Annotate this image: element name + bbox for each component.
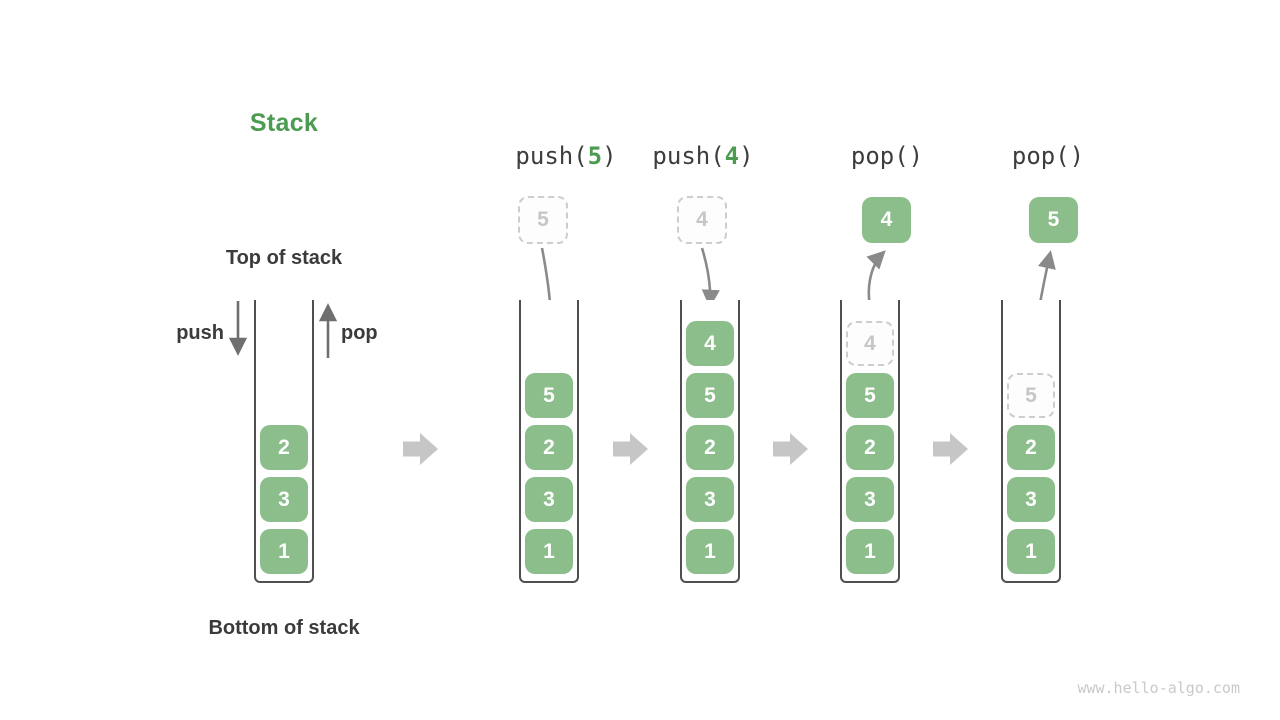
stack-element: 5 xyxy=(525,373,573,418)
stack-element: 2 xyxy=(525,425,573,470)
op-suffix: ) xyxy=(739,142,754,170)
op-suffix: ) xyxy=(602,142,617,170)
op-prefix: push( xyxy=(652,142,725,170)
operation-label-push-4: push(4) xyxy=(593,142,813,170)
stack-element: 2 xyxy=(686,425,734,470)
stack-cells: 2 3 1 xyxy=(256,300,312,581)
top-of-stack-label: Top of stack xyxy=(225,247,343,269)
stack-element-ghost: 4 xyxy=(846,321,894,366)
operation-label-pop-5: pop() xyxy=(938,142,1158,170)
stack-element: 5 xyxy=(846,373,894,418)
stack-element: 3 xyxy=(260,477,308,522)
diagram-title: Stack xyxy=(249,109,319,137)
stack-cells: 4 5 2 3 1 xyxy=(842,300,898,581)
stack-element: 3 xyxy=(1007,477,1055,522)
bottom-of-stack-label: Bottom of stack xyxy=(208,617,360,639)
op-prefix: pop() xyxy=(850,142,924,170)
stack-element: 1 xyxy=(525,529,573,574)
stack-element: 4 xyxy=(686,321,734,366)
stack-element: 3 xyxy=(846,477,894,522)
stack-element: 2 xyxy=(1007,425,1055,470)
stack-container-after-pop-4: 4 5 2 3 1 xyxy=(840,300,900,583)
watermark: www.hello-algo.com xyxy=(1077,679,1240,697)
stack-element: 1 xyxy=(686,529,734,574)
next-state-arrow-icon xyxy=(403,433,438,465)
incoming-element-5: 5 xyxy=(518,196,568,244)
op-arg: 4 xyxy=(724,142,740,170)
op-prefix: push( xyxy=(515,142,588,170)
stack-element: 3 xyxy=(686,477,734,522)
op-arg: 5 xyxy=(587,142,603,170)
operation-label-push-5: push(5) xyxy=(456,142,676,170)
popped-element-5: 5 xyxy=(1029,197,1078,243)
next-state-arrow-icon xyxy=(933,433,968,465)
stack-container-after-push-4: 4 5 2 3 1 xyxy=(680,300,740,583)
incoming-element-4: 4 xyxy=(677,196,727,244)
popped-element-4: 4 xyxy=(862,197,911,243)
stack-element: 1 xyxy=(1007,529,1055,574)
stack-element: 2 xyxy=(846,425,894,470)
stack-container-initial: 2 3 1 xyxy=(254,300,314,583)
op-prefix: pop() xyxy=(1011,142,1085,170)
operation-label-pop-4: pop() xyxy=(777,142,997,170)
stack-container-after-push-5: 5 2 3 1 xyxy=(519,300,579,583)
stack-cells: 5 2 3 1 xyxy=(1003,300,1059,581)
stack-element: 5 xyxy=(686,373,734,418)
next-state-arrow-icon xyxy=(613,433,648,465)
push-4-curve-arrow-icon xyxy=(700,247,720,308)
stack-element-ghost: 5 xyxy=(1007,373,1055,418)
stack-element: 1 xyxy=(846,529,894,574)
stack-container-after-pop-5: 5 2 3 1 xyxy=(1001,300,1061,583)
stack-element: 2 xyxy=(260,425,308,470)
stack-cells: 4 5 2 3 1 xyxy=(682,300,738,581)
stack-cells: 5 2 3 1 xyxy=(521,300,577,581)
stack-element: 1 xyxy=(260,529,308,574)
next-state-arrow-icon xyxy=(773,433,808,465)
pop-label: pop xyxy=(341,322,378,344)
push-label: push xyxy=(176,322,224,344)
stack-element: 3 xyxy=(525,477,573,522)
